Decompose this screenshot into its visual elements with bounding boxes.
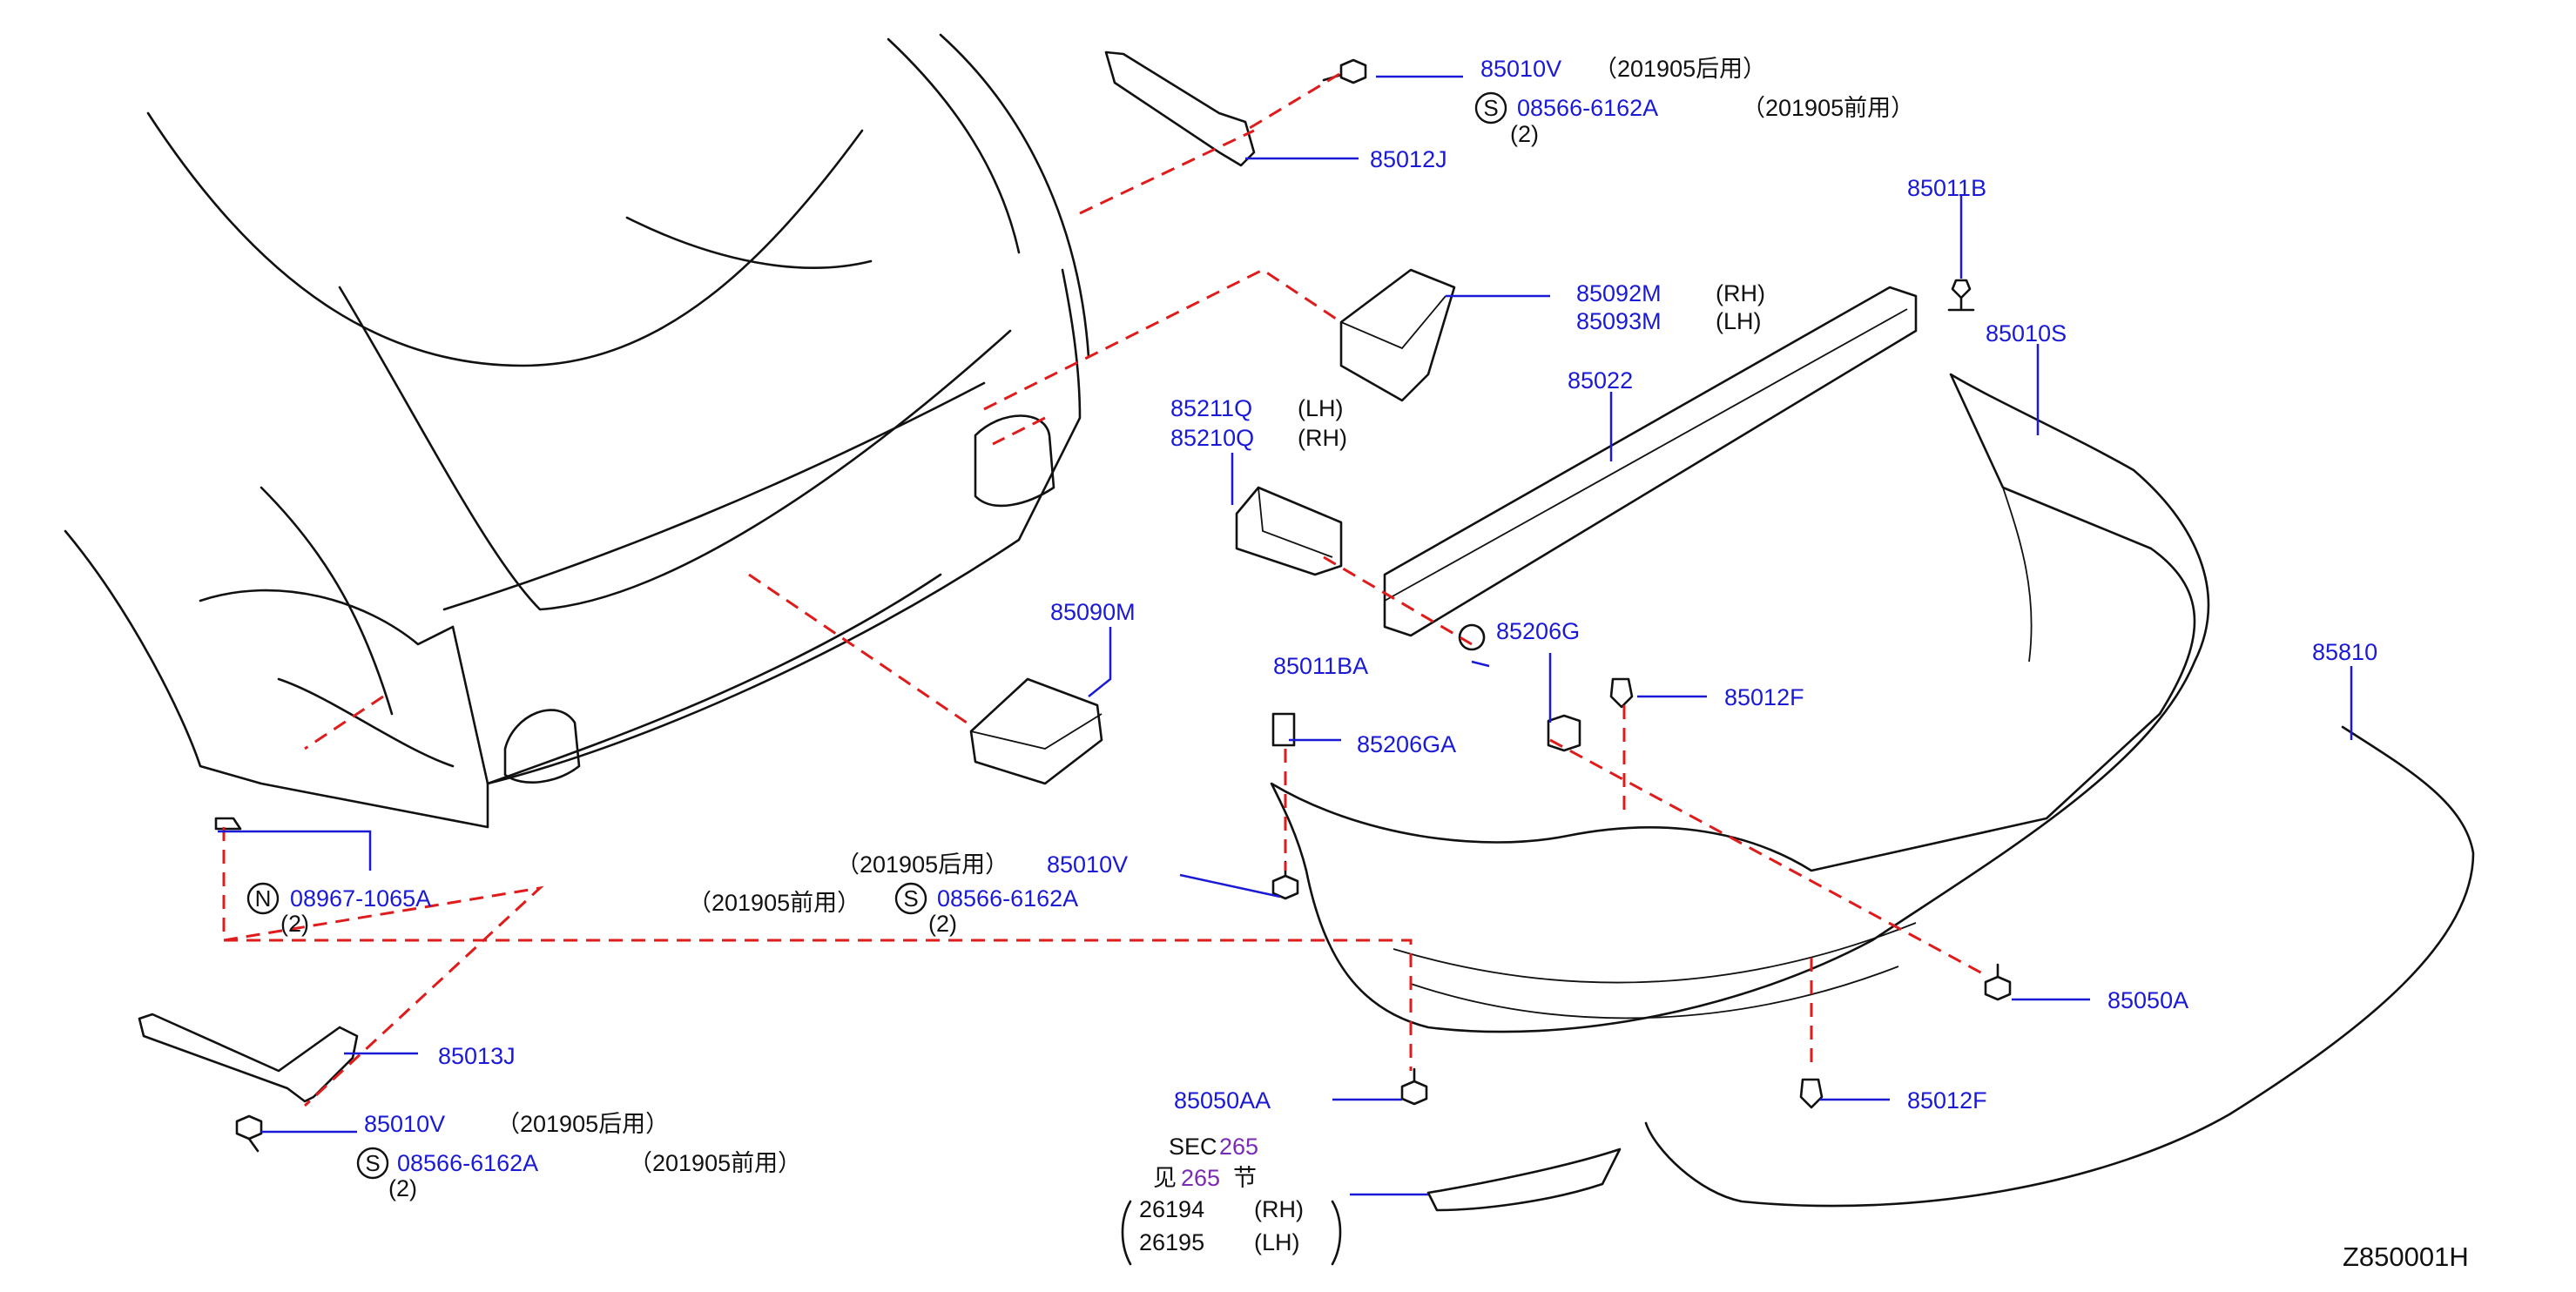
symbol-s-top: S bbox=[1483, 95, 1498, 121]
body-fender-arch bbox=[64, 529, 489, 829]
body-rear-panel bbox=[451, 268, 1082, 785]
body-quarter bbox=[199, 589, 455, 646]
lamp-26194-shape bbox=[1426, 1147, 1622, 1212]
see-ref-265[interactable]: 265 bbox=[1181, 1165, 1220, 1191]
part-85012f-bot[interactable]: 85012F bbox=[1907, 1087, 1987, 1114]
body-trunk-opening bbox=[338, 286, 1012, 611]
beam-85022-shape bbox=[1383, 286, 1918, 637]
bracket-85211q-shape bbox=[1235, 486, 1343, 576]
body-deck-line bbox=[442, 381, 986, 611]
note-08566-top: （201905前用） bbox=[1742, 95, 1914, 121]
body-lower-panel bbox=[486, 573, 942, 785]
part-85810[interactable]: 85810 bbox=[2312, 639, 2377, 665]
part-85050a[interactable]: 85050A bbox=[2107, 987, 2188, 1013]
bracket-85012j-shape bbox=[1104, 50, 1256, 167]
sec-prefix: SEC bbox=[1169, 1134, 1217, 1160]
see-prefix: 见 bbox=[1153, 1165, 1177, 1191]
part-85010v-bot[interactable]: 85010V bbox=[364, 1111, 445, 1137]
body-window-line bbox=[887, 37, 1021, 254]
part-08967[interactable]: 08967-1065A bbox=[290, 885, 431, 912]
bolt-shapes bbox=[235, 58, 2012, 1153]
body-pocket bbox=[503, 709, 581, 784]
body-pillar bbox=[939, 33, 1090, 359]
body-quarter-lower bbox=[277, 677, 455, 768]
note-85010v-mid: （201905后用） bbox=[836, 851, 1008, 878]
part-85011ba[interactable]: 85011BA bbox=[1273, 653, 1368, 679]
line-art bbox=[64, 33, 2475, 1212]
part-08566-bot[interactable]: 08566-6162A bbox=[397, 1150, 538, 1176]
molding-85810-shape bbox=[1644, 725, 2475, 1208]
part-85011b[interactable]: 85011B bbox=[1907, 175, 1986, 201]
note-85010v-top: （201905后用） bbox=[1594, 56, 1766, 82]
bracket-85013j-shape bbox=[138, 1013, 359, 1103]
clip-shapes bbox=[214, 279, 1975, 1109]
note-08566-mid: （201905前用） bbox=[688, 890, 860, 916]
note-08566-bot: （201905前用） bbox=[629, 1150, 801, 1176]
block-85090m-shape bbox=[969, 677, 1103, 785]
part-85206g[interactable]: 85206G bbox=[1496, 618, 1580, 644]
part-85010s[interactable]: 85010S bbox=[1986, 320, 2067, 347]
part-26195[interactable]: 26195 bbox=[1139, 1229, 1204, 1255]
part-85010v-top[interactable]: 85010V bbox=[1480, 56, 1561, 82]
qty-08566-bot: (2) bbox=[388, 1175, 417, 1201]
body-roof-curve bbox=[146, 111, 864, 367]
symbol-s-bot: S bbox=[365, 1150, 380, 1176]
part-85206ga[interactable]: 85206GA bbox=[1357, 731, 1456, 757]
note-85093m: (LH) bbox=[1716, 308, 1762, 334]
diagram-code: Z850001H bbox=[2343, 1242, 2469, 1272]
part-08566-top[interactable]: 08566-6162A bbox=[1517, 95, 1658, 121]
qty-08566-mid: (2) bbox=[928, 911, 957, 937]
part-85211q[interactable]: 85211Q bbox=[1170, 395, 1252, 421]
bracket-left-paren bbox=[1121, 1200, 1132, 1266]
fascia-85010s-shape bbox=[1270, 373, 2210, 1033]
note-26195: (LH) bbox=[1254, 1229, 1300, 1255]
note-85010v-bot: （201905后用） bbox=[496, 1111, 669, 1137]
circle-symbols: S N S S bbox=[246, 91, 1507, 1180]
symbol-s-mid: S bbox=[903, 885, 918, 912]
dashed-links bbox=[222, 72, 1986, 1107]
part-85210q[interactable]: 85210Q bbox=[1170, 425, 1254, 451]
note-26194: (RH) bbox=[1254, 1196, 1304, 1222]
note-85210q: (RH) bbox=[1298, 425, 1347, 451]
part-26194[interactable]: 26194 bbox=[1139, 1196, 1204, 1222]
part-85090m[interactable]: 85090M bbox=[1050, 599, 1136, 625]
part-85022[interactable]: 85022 bbox=[1568, 367, 1633, 394]
part-85012f-top[interactable]: 85012F bbox=[1724, 684, 1804, 710]
part-08566-mid[interactable]: 08566-6162A bbox=[937, 885, 1078, 912]
part-85050aa[interactable]: 85050AA bbox=[1174, 1087, 1271, 1114]
qty-08566-top: (2) bbox=[1510, 121, 1539, 147]
part-85012j[interactable]: 85012J bbox=[1370, 146, 1447, 172]
body-left-edge bbox=[260, 486, 394, 716]
sec-ref-265[interactable]: 265 bbox=[1219, 1134, 1258, 1160]
part-85010v-mid[interactable]: 85010V bbox=[1047, 851, 1128, 878]
part-85092m[interactable]: 85092M bbox=[1576, 280, 1662, 306]
leaders bbox=[218, 75, 2353, 1196]
part-85013j[interactable]: 85013J bbox=[438, 1043, 516, 1069]
body-lamp-pocket bbox=[974, 414, 1055, 508]
labels: 85010V （201905后用） 08566-6162A （201905前用）… bbox=[280, 56, 2469, 1272]
note-85211q: (LH) bbox=[1298, 395, 1344, 421]
bracket-right-paren bbox=[1331, 1200, 1342, 1266]
block-85092m-shape bbox=[1339, 268, 1456, 402]
part-85093m[interactable]: 85093M bbox=[1576, 308, 1662, 334]
see-suffix: 节 bbox=[1233, 1165, 1257, 1191]
note-85092m: (RH) bbox=[1716, 280, 1765, 306]
qty-08967: (2) bbox=[280, 911, 309, 937]
body-trunk-lid-edge bbox=[625, 216, 873, 269]
symbol-n: N bbox=[255, 885, 272, 912]
